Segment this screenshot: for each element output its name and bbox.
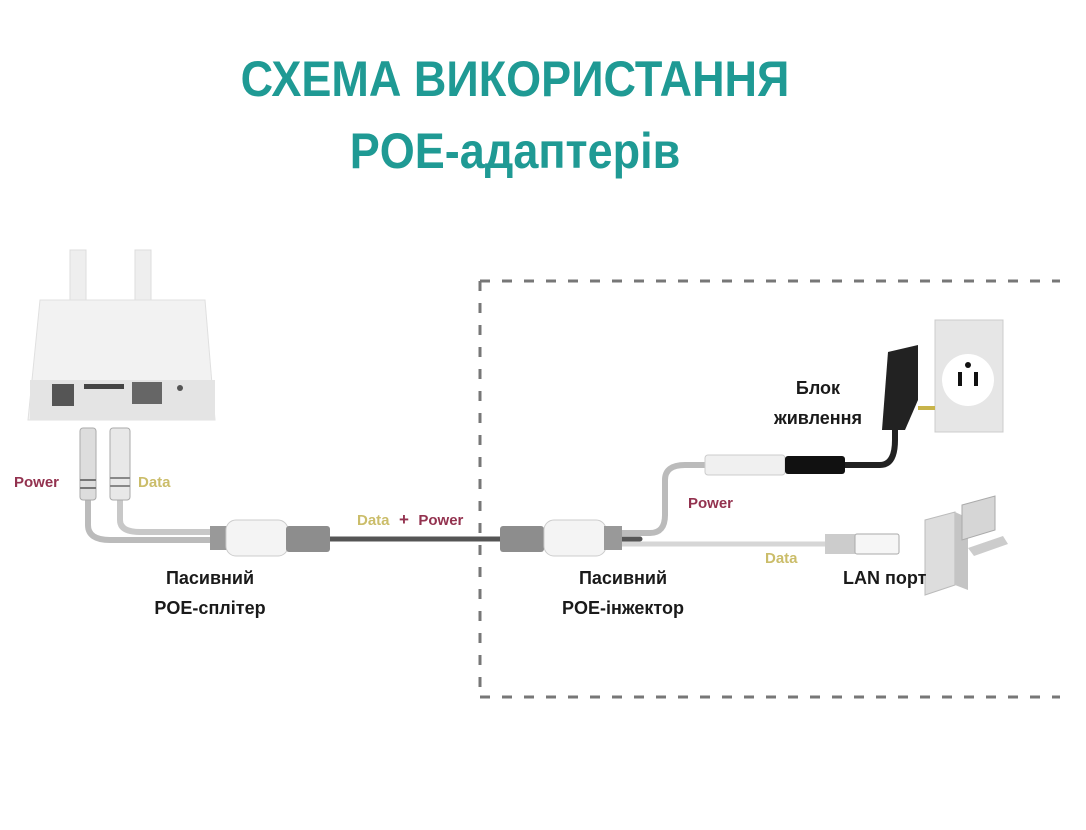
power-word: Power: [418, 512, 463, 529]
poe-injector-icon: [500, 519, 622, 557]
title-line-1: СХЕМА ВИКОРИСТАННЯ: [240, 51, 790, 107]
outdoor-access-point-icon: [27, 249, 216, 421]
splitter-label-line1: Пасивний: [166, 568, 254, 588]
computer-icon: [924, 495, 1008, 596]
title-line-2: POE-адаптерів: [349, 123, 681, 179]
injector-label-line2: POE-інжектор: [562, 598, 684, 618]
poe-splitter-icon: [210, 519, 330, 557]
data-label-right: Data: [765, 550, 798, 567]
wall-socket-icon: [934, 319, 1004, 433]
data-plus-power-label: Data + Power: [357, 510, 464, 529]
indoor-zone-boundary: [478, 279, 1060, 699]
splitter-label-line2: POE-сплітер: [154, 598, 265, 618]
rj45-plug-icon: [109, 427, 131, 501]
power-label-right: Power: [688, 495, 733, 512]
dc-plug-icon: [79, 427, 97, 501]
psu-label-line2: живлення: [773, 408, 862, 428]
dc-jack-icon: [704, 454, 845, 476]
lan-plug-icon: [825, 533, 900, 555]
power-adapter-icon: [882, 345, 935, 430]
data-label-left: Data: [138, 474, 171, 491]
power-label-left: Power: [14, 474, 59, 491]
psu-label-line1: Блок: [796, 378, 841, 398]
data-word: Data: [357, 512, 390, 529]
lan-port-label: LAN порт: [843, 568, 927, 588]
plus-sign: +: [399, 510, 409, 529]
splitter-cables: [85, 407, 898, 547]
injector-label-line1: Пасивний: [579, 568, 667, 588]
